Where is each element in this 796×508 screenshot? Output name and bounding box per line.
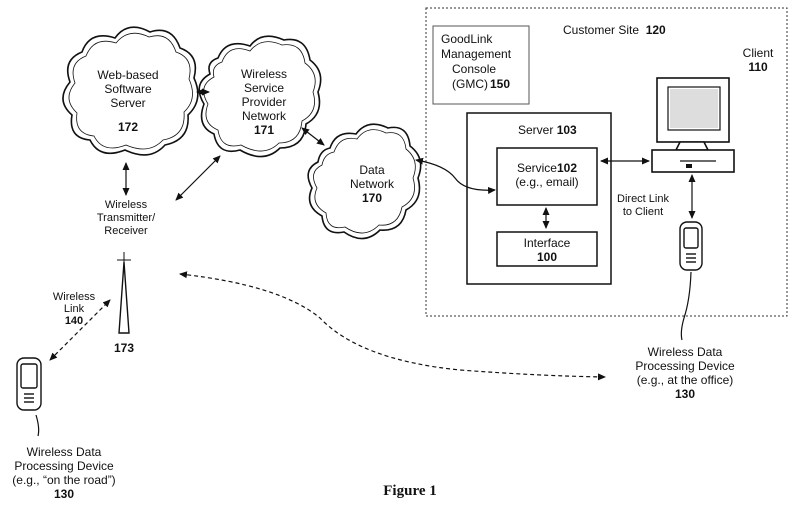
data-network-label: Data Network 170	[349, 163, 394, 205]
service-label: Service102 (e.g., email)	[515, 161, 579, 189]
tower	[117, 252, 131, 334]
device-office-label: Wireless Data Processing Device (e.g., a…	[635, 345, 735, 401]
web-server-label: Web-based Software Server 172	[97, 68, 159, 134]
wsp-network-cloud	[198, 35, 322, 158]
connectors	[35, 88, 696, 437]
client-computer	[651, 77, 735, 173]
tower-number: 173	[113, 341, 135, 355]
transmitter-label: Wireless Transmitter/ Receiver	[96, 199, 156, 237]
data-network-cloud	[307, 123, 422, 240]
phone-office	[679, 221, 703, 271]
client-label: Client 110	[742, 46, 774, 74]
wireless-link-dashed	[49, 299, 111, 361]
gmc-box	[432, 25, 530, 105]
road-office-dashed	[179, 271, 606, 381]
web-server-cloud	[62, 26, 199, 156]
wsp-network-label: Wireless Service Provider Network 171	[240, 67, 287, 137]
phone-road	[16, 357, 42, 411]
figure-caption: Figure 1	[383, 483, 437, 499]
link-transmitter-wsp	[175, 155, 221, 201]
customer-site-label: Customer Site 120	[563, 23, 666, 37]
link-wsp-data	[301, 127, 325, 146]
link-data-service	[415, 157, 496, 194]
server-label: Server 103	[518, 123, 577, 137]
service-box	[496, 147, 598, 206]
wireless-link-label: Wireless Link 140	[52, 291, 96, 327]
line-phone-leader	[680, 271, 692, 341]
gmc-label: GoodLink Management Console (GMC)150	[441, 32, 512, 91]
line-device-leader	[35, 414, 40, 437]
direct-link-label: Direct Link to Client	[617, 193, 669, 218]
interface-box	[496, 231, 598, 267]
interface-label: Interface 100	[523, 236, 571, 264]
device-road-label: Wireless Data Processing Device (e.g., “…	[12, 445, 116, 501]
